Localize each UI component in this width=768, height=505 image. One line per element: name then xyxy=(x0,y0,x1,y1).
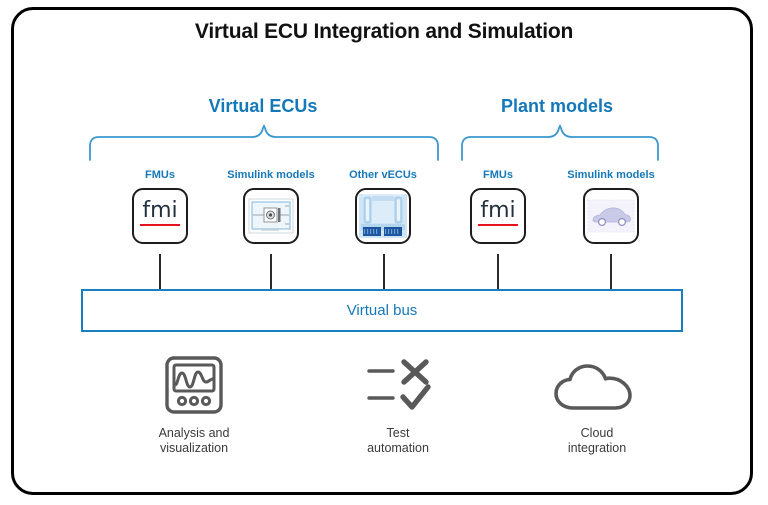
feature-label: Analysis and visualization xyxy=(158,426,230,455)
item-simulink-models-vecu[interactable]: Simulink models xyxy=(216,168,326,244)
item-other-vecus[interactable]: Other vECUs xyxy=(328,168,438,244)
brace-virtual-ecus xyxy=(89,123,439,161)
item-label: Other vECUs xyxy=(349,169,417,181)
diagram-frame xyxy=(11,7,753,495)
item-label: Simulink models xyxy=(567,169,655,181)
item-simulink-models-plant[interactable]: Simulink models xyxy=(556,168,666,244)
connector-line xyxy=(383,254,385,290)
connector-line xyxy=(610,254,612,290)
card-simulink-models-vecu[interactable] xyxy=(243,188,299,244)
card-other-vecus[interactable] xyxy=(355,188,411,244)
connector-line xyxy=(497,254,499,290)
cloud-icon xyxy=(522,348,672,422)
item-label: FMUs xyxy=(483,169,513,181)
group-heading-plant-models: Plant models xyxy=(500,96,614,116)
feature-cloud-integration[interactable]: Cloud integration xyxy=(522,348,672,456)
feature-label: Cloud integration xyxy=(567,426,627,455)
car-model-icon xyxy=(587,199,635,233)
virtual-bus[interactable]: Virtual bus xyxy=(81,289,683,332)
item-label: FMUs xyxy=(145,169,175,181)
ecu-board-icon xyxy=(359,194,407,238)
test-checklist-icon xyxy=(323,348,473,422)
simulink-block-icon xyxy=(248,198,294,234)
feature-label: Test automation xyxy=(367,426,429,455)
item-fmus-plant[interactable]: FMUs fmi xyxy=(443,168,553,244)
item-fmus-vecu[interactable]: FMUs fmi xyxy=(105,168,215,244)
card-simulink-models-plant[interactable] xyxy=(583,188,639,244)
connector-line xyxy=(159,254,161,290)
feature-analysis-visualization[interactable]: Analysis and visualization xyxy=(119,348,269,456)
page-title: Virtual ECU Integration and Simulation xyxy=(194,20,574,43)
item-label: Simulink models xyxy=(227,169,315,181)
card-fmus-vecu[interactable]: fmi xyxy=(132,188,188,244)
group-heading-virtual-ecus: Virtual ECUs xyxy=(208,96,318,116)
oscilloscope-icon xyxy=(119,348,269,422)
feature-test-automation[interactable]: Test automation xyxy=(323,348,473,456)
virtual-bus-label: Virtual bus xyxy=(346,302,418,319)
fmi-logo-icon: fmi xyxy=(138,199,182,233)
brace-plant-models xyxy=(461,123,659,161)
connector-line xyxy=(270,254,272,290)
card-fmus-plant[interactable]: fmi xyxy=(470,188,526,244)
fmi-logo-icon: fmi xyxy=(476,199,520,233)
